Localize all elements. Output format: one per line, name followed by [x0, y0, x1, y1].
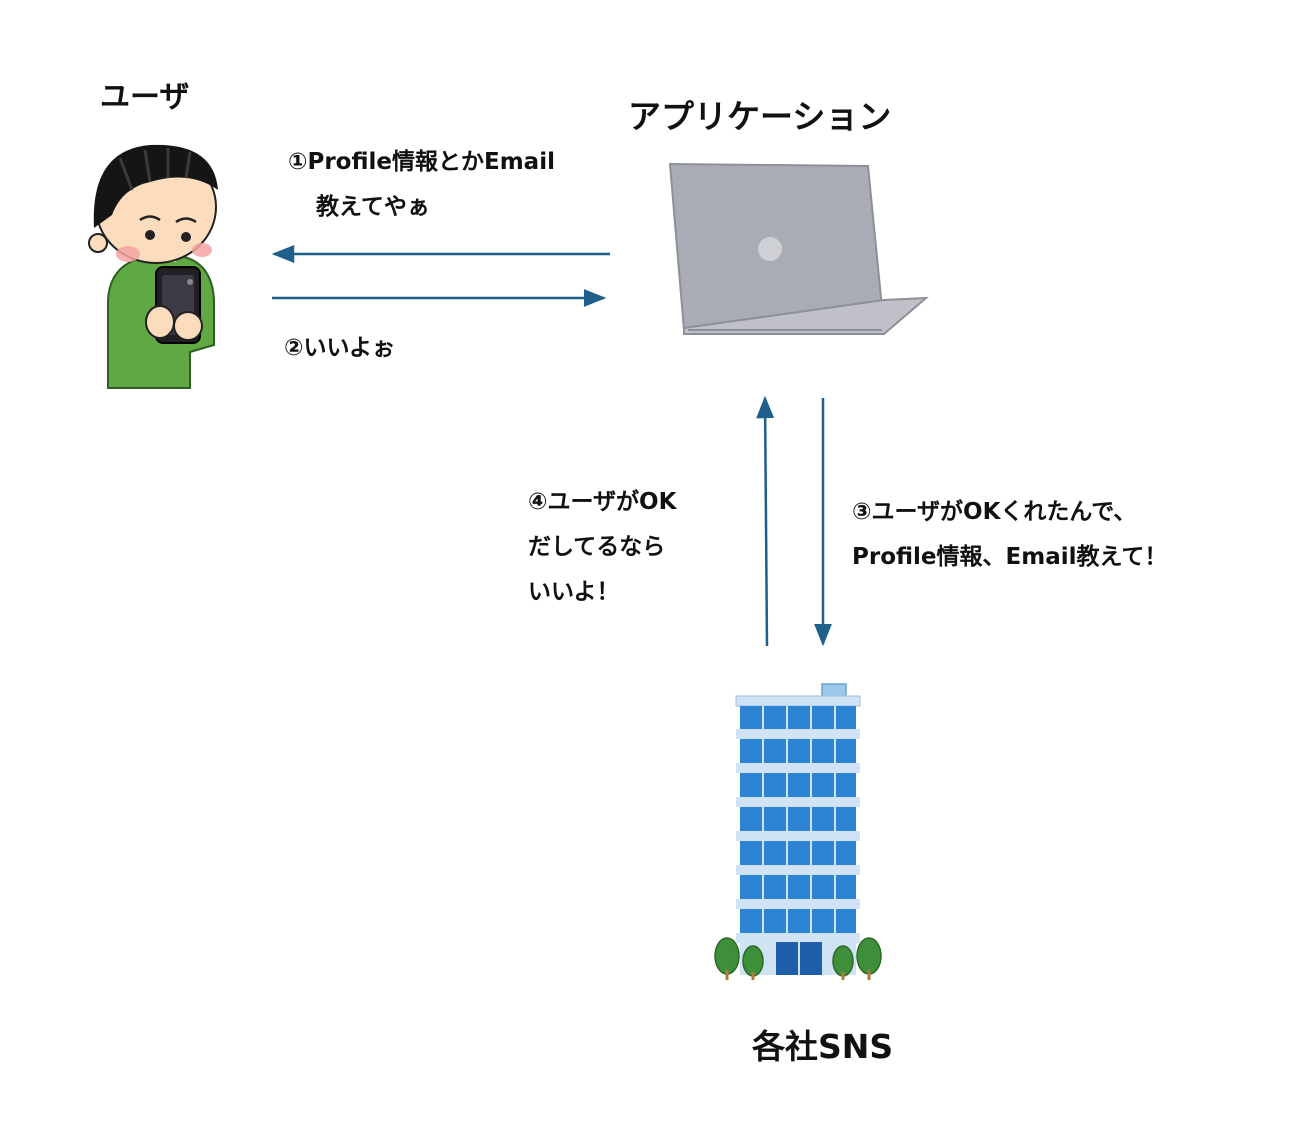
- arrow-sns-to-app: [756, 395, 775, 647]
- message-3: ③ユーザがOKくれたんで、 Profile情報、Email教えて！: [852, 490, 1167, 580]
- app-title: アプリケーション: [628, 97, 892, 136]
- message-3-line-1: ③ユーザがOKくれたんで、: [852, 499, 1137, 525]
- message-4-line-3: いいよ！: [528, 579, 620, 605]
- message-2: ②いいよぉ: [284, 326, 395, 371]
- message-2-line-1: ②いいよぉ: [284, 335, 396, 361]
- message-4: ④ユーザがOK だしてるなら いいよ！: [528, 480, 676, 615]
- message-3-line-2: Profile情報、Email教えて！: [852, 544, 1168, 570]
- message-1: ①Profile情報とかEmail 教えてやぁ: [288, 140, 555, 230]
- user-title: ユーザ: [100, 80, 190, 115]
- message-1-line-1: ①Profile情報とかEmail: [288, 149, 555, 175]
- message-4-line-1: ④ユーザがOK: [528, 489, 677, 515]
- message-4-line-2: だしてるなら: [528, 534, 666, 560]
- message-1-line-2: 教えてやぁ: [316, 194, 430, 220]
- sns-title: 各社SNS: [752, 1027, 894, 1066]
